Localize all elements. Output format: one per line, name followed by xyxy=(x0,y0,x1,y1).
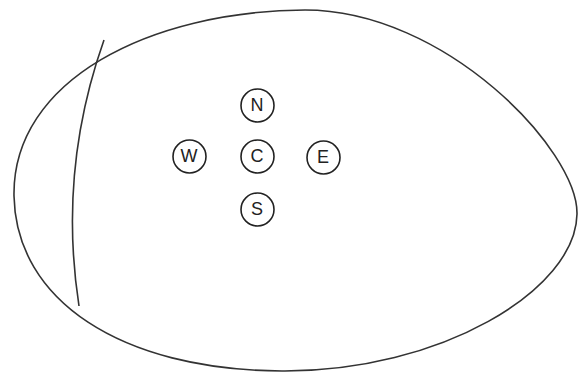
air-cell-line xyxy=(72,40,104,306)
compass-letter: S xyxy=(251,200,263,218)
egg-shell xyxy=(14,10,577,371)
circle-shape xyxy=(307,141,340,174)
circle-shape xyxy=(173,140,206,173)
circle-node: N xyxy=(240,88,275,123)
circle-node: C xyxy=(240,139,275,174)
circle-shape xyxy=(241,89,274,122)
circle-node: S xyxy=(240,192,275,227)
circle-node: E xyxy=(306,140,341,175)
circle-node: W xyxy=(172,139,207,174)
compass-letter: W xyxy=(181,147,198,165)
circle-shape xyxy=(241,193,274,226)
compass-letter: N xyxy=(251,96,264,114)
compass-letter: E xyxy=(317,148,329,166)
compass-letter: C xyxy=(251,147,264,165)
circle-shape xyxy=(241,140,274,173)
